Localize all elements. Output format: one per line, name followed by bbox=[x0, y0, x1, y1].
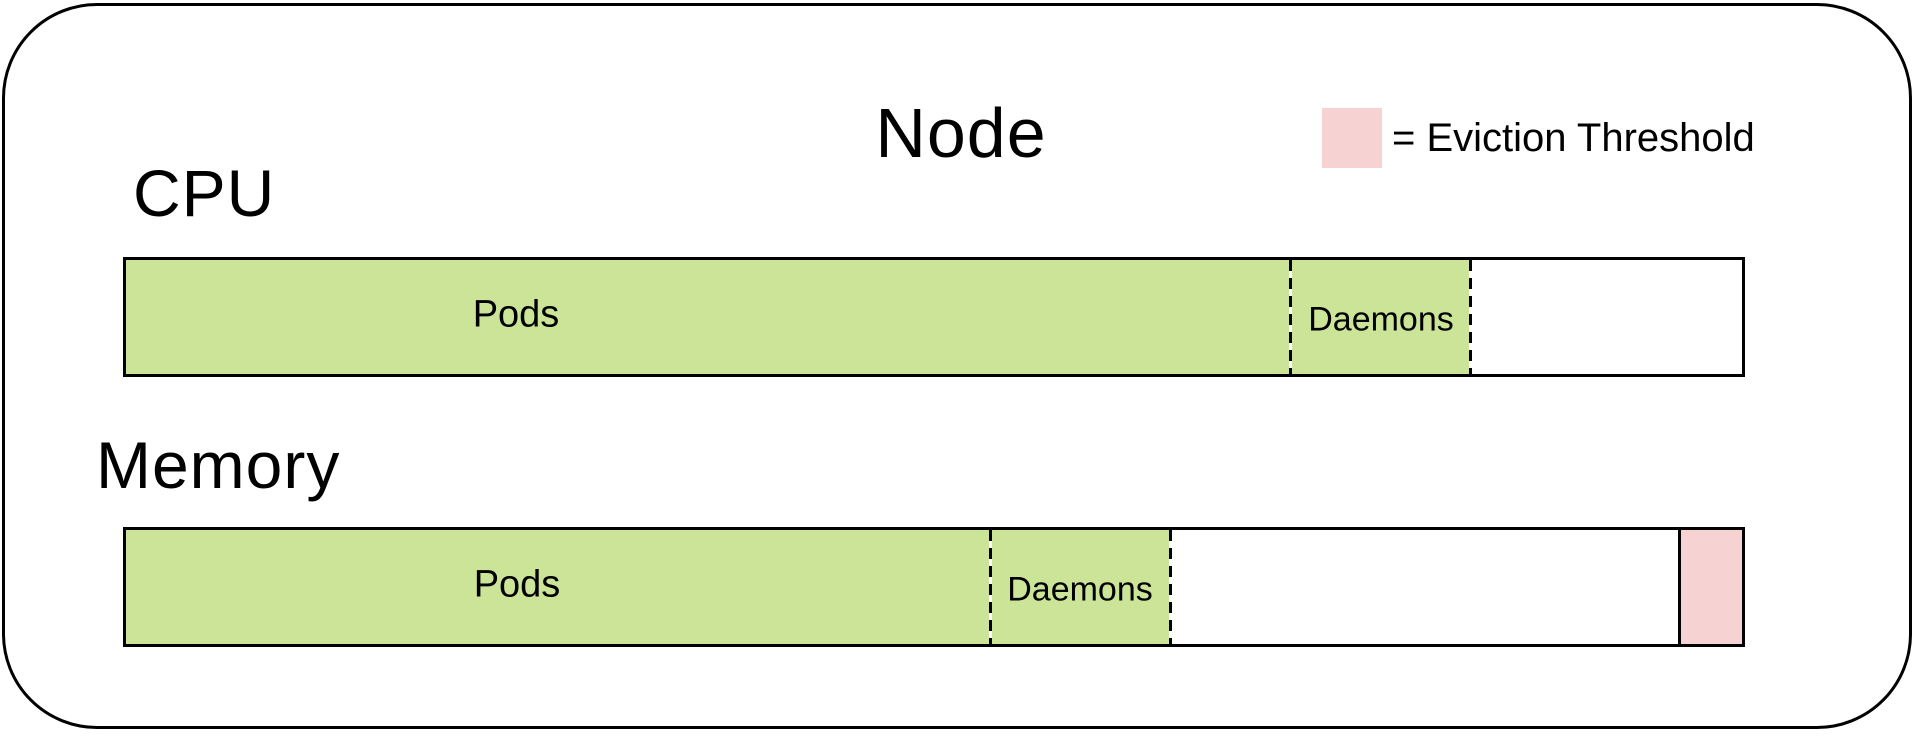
eviction-threshold-swatch bbox=[1322, 108, 1382, 168]
memory-daemons-free-divider bbox=[1169, 530, 1172, 644]
cpu-pods-segment-label: Pods bbox=[472, 293, 560, 336]
cpu-bar: Pods Daemons bbox=[123, 257, 1745, 377]
memory-daemons-segment-label: Daemons bbox=[1007, 570, 1153, 609]
eviction-threshold-label: = Eviction Threshold bbox=[1392, 116, 1755, 160]
memory-eviction-divider bbox=[1678, 530, 1681, 644]
memory-allocated-segment bbox=[126, 530, 1170, 644]
cpu-daemons-segment-label: Daemons bbox=[1308, 300, 1454, 339]
memory-resource-label: Memory bbox=[96, 428, 341, 502]
memory-bar: Pods Daemons bbox=[123, 527, 1745, 647]
cpu-daemons-free-divider bbox=[1469, 260, 1472, 374]
node-title: Node bbox=[875, 94, 1047, 172]
memory-bar-inner: Pods Daemons bbox=[126, 530, 1742, 644]
cpu-bar-inner: Pods Daemons bbox=[126, 260, 1742, 374]
cpu-allocated-segment bbox=[126, 260, 1471, 374]
eviction-threshold-legend: = Eviction Threshold bbox=[1322, 108, 1755, 168]
memory-pods-daemons-divider bbox=[989, 530, 992, 644]
memory-eviction-threshold-segment bbox=[1681, 530, 1742, 644]
cpu-resource-label: CPU bbox=[133, 156, 276, 230]
memory-pods-segment-label: Pods bbox=[473, 563, 561, 606]
cpu-pods-daemons-divider bbox=[1289, 260, 1292, 374]
